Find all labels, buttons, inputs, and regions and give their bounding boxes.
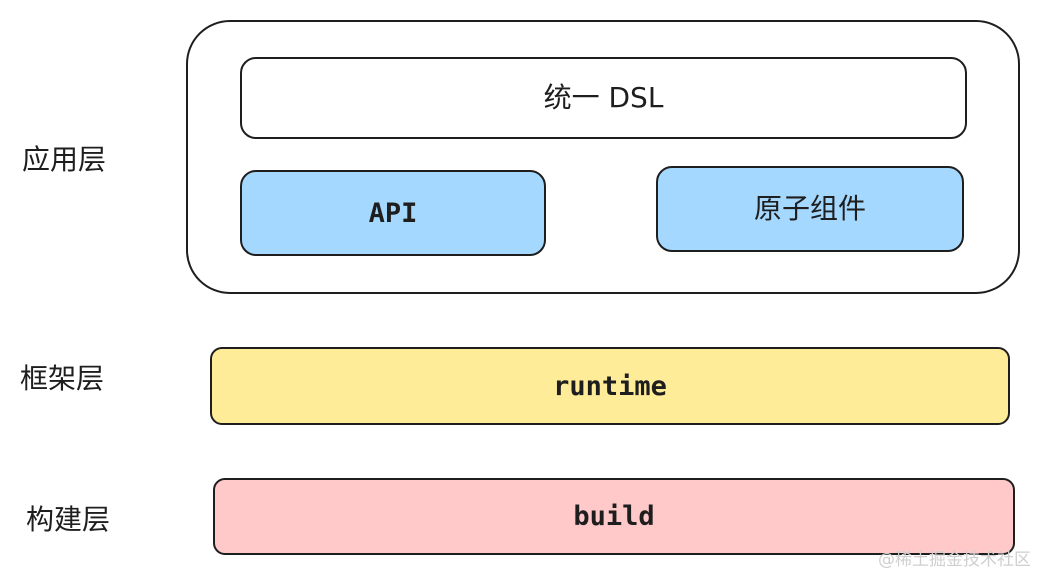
unified-dsl-text: 统一 DSL — [543, 81, 664, 114]
api-box: API — [240, 170, 546, 256]
atomic-components-text: 原子组件 — [753, 192, 866, 225]
unified-dsl-box: 统一 DSL — [240, 57, 967, 139]
framework-layer-label: 框架层 — [20, 362, 105, 395]
watermark: @稀土掘金技术社区 — [878, 550, 1031, 570]
build-box: build — [213, 478, 1015, 555]
atomic-components-box: 原子组件 — [656, 166, 964, 252]
build-layer-label: 构建层 — [26, 503, 111, 536]
api-text: API — [368, 197, 418, 229]
runtime-box: runtime — [210, 347, 1010, 425]
build-text: build — [573, 501, 655, 532]
application-layer-label: 应用层 — [22, 143, 107, 176]
runtime-text: runtime — [553, 370, 667, 402]
